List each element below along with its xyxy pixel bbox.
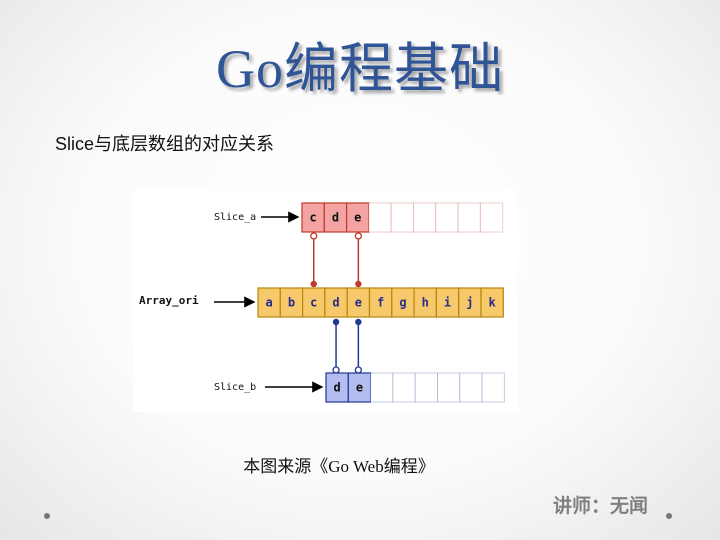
slice-a-label: Slice_a (214, 212, 256, 223)
image-source-caption: 本图来源《Go Web编程》 (243, 457, 435, 476)
slice-b-empty-cell (437, 372, 461, 403)
slice-a-pointer-start (354, 232, 363, 240)
pointer-connectors (310, 232, 363, 374)
slice-b-empty-cell (370, 372, 394, 403)
array-cell-text-k: k (489, 296, 497, 310)
array-label: Array_ori (139, 294, 199, 307)
slice-b-pointer-start (332, 318, 340, 326)
slice-a-pointer-start (310, 232, 318, 240)
slice-b-empty-cell (392, 372, 416, 403)
slice-b-empty-cell (481, 372, 505, 403)
slice-a-empty-cell (457, 202, 481, 233)
right-dot-decoration (666, 513, 672, 519)
slice-b-label: Slice_b (214, 382, 256, 393)
array-cell-text-h: h (422, 296, 429, 310)
array-cell-text-f: f (377, 296, 384, 310)
slice-b-cell-text-d: d (334, 381, 341, 395)
slice-b-pointer-start (355, 318, 362, 326)
slice-a-pointer-end (355, 280, 362, 288)
array-cell-text-e: e (355, 296, 362, 310)
slice-a-empty-cell (390, 202, 415, 233)
slice-a-empty-cell (435, 202, 459, 233)
array-cell-k (480, 287, 504, 318)
array-cell-text-j: j (466, 296, 473, 310)
slice-b-pointer-end (332, 366, 340, 374)
left-dot-decoration (44, 513, 50, 519)
array-cells: a b c d e f g h i j k (257, 287, 504, 318)
array-cell-text-g: g (399, 296, 406, 310)
slice-a-empty-cell (413, 202, 437, 233)
array-cell-text-d: d (332, 296, 339, 310)
array-cell-text-i: i (444, 296, 451, 310)
slice-a-empty-cell (479, 202, 504, 233)
slice-a-cell-text-d: d (332, 211, 339, 225)
array-cell-text-a: a (266, 296, 273, 310)
slice-b-pointer-end (354, 366, 363, 374)
slice-a-empty-cell (368, 202, 392, 233)
slide-title: Go编程基础 (216, 39, 504, 99)
array-cell-text-c: c (310, 296, 317, 310)
slice-b-empty-cell (459, 372, 483, 403)
slice-b-cell-text-e: e (356, 381, 363, 395)
slice-a-pointer-end (310, 280, 317, 288)
slide-subtitle: Slice与底层数组的对应关系 (55, 134, 275, 154)
slice-a-cell-text-c: c (310, 211, 317, 225)
slice-a-cells: c d e (301, 202, 504, 233)
array-cell-text-b: b (288, 296, 295, 310)
lecturer-credit: 讲师：无闻 (552, 496, 648, 517)
slice-a-cell-text-e: e (354, 211, 361, 225)
slice-b-empty-cell (414, 372, 439, 403)
